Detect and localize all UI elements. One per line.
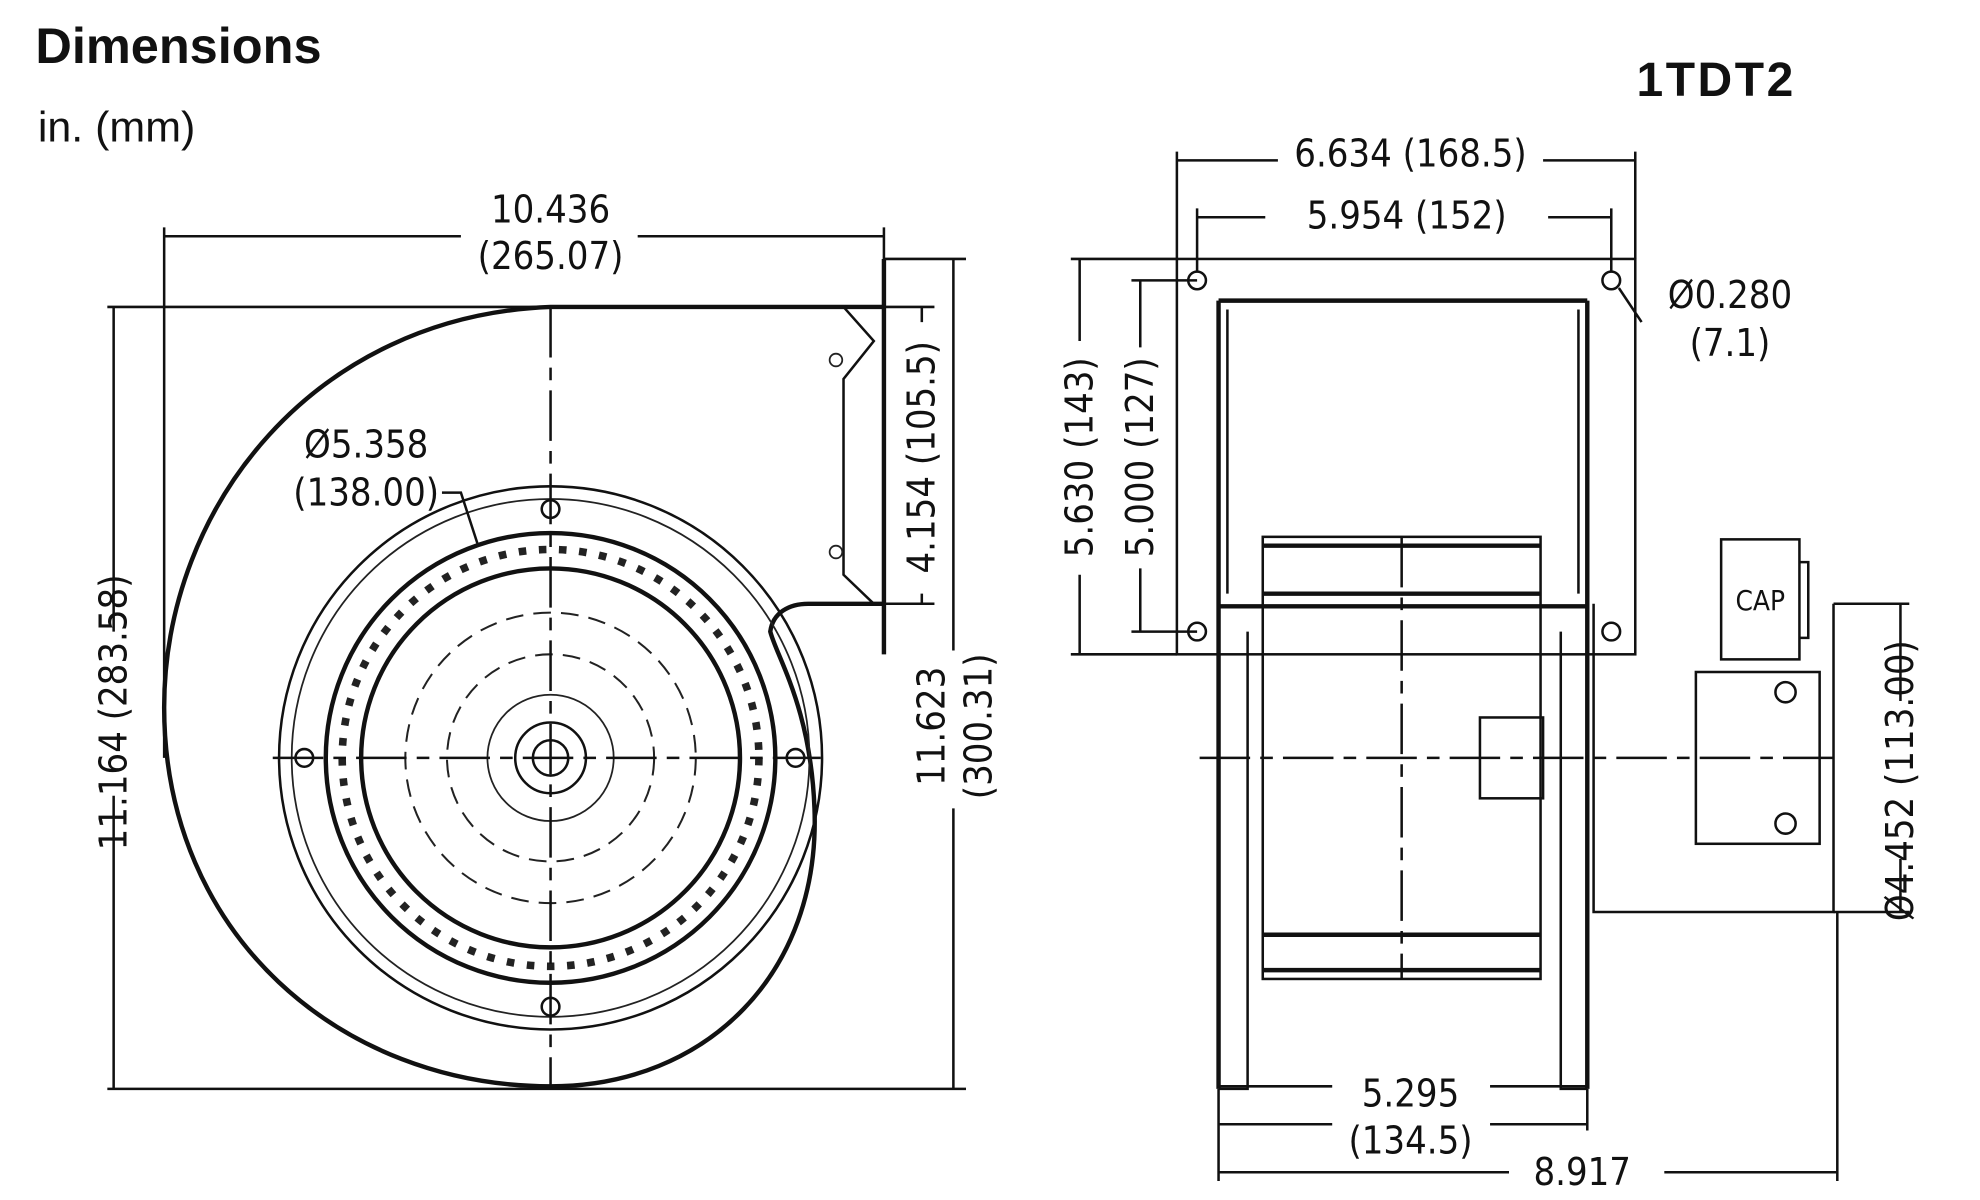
dim-hole-dia-mm: (7.1) <box>1690 321 1771 365</box>
dim-housing-width-in: 5.295 <box>1362 1072 1460 1116</box>
side-view: CAP 6.634 (168.5) 5.954 (152) 5.630 (143… <box>1057 132 1922 1194</box>
page-title: Dimensions <box>35 17 321 74</box>
dim-housing-width-mm: (134.5) <box>1348 1118 1472 1162</box>
dim-height-left: 11.164 (283.58) <box>91 575 135 851</box>
dim-bolt-spacing-w: 5.954 (152) <box>1307 194 1507 238</box>
mounting-flange <box>1175 257 1637 656</box>
dim-outlet: 4.154 (105.5) <box>899 341 943 573</box>
capacitor-label: CAP <box>1735 584 1785 617</box>
dim-wheel-dia-mm: (138.00) <box>293 470 439 514</box>
model-number: 1TDT2 <box>1637 54 1796 107</box>
units-label: in. (mm) <box>38 103 195 151</box>
dim-width-in: 10.436 <box>491 187 610 231</box>
dim-bolt-spacing-h: 5.000 (127) <box>1118 357 1162 557</box>
dim-flange-height: 5.630 (143) <box>1057 357 1101 557</box>
dim-width-mm: (265.07) <box>478 234 624 278</box>
dim-height-right-mm: (300.31) <box>956 653 1000 799</box>
dim-overall-length: 8.917 <box>1533 1150 1631 1194</box>
dim-motor-dia: Ø4.452 (113.00) <box>1878 640 1922 921</box>
front-view: 10.436 (265.07) 11.164 (283.58) 11.623 (… <box>91 187 1000 1091</box>
dim-hole-dia-in: Ø0.280 <box>1668 273 1792 317</box>
scroll-housing <box>161 304 884 1089</box>
dim-height-right-in: 11.623 <box>910 667 954 786</box>
dim-wheel-dia-in: Ø5.358 <box>304 422 428 466</box>
mounting-holes <box>1186 270 1622 642</box>
dim-flange-width: 6.634 (168.5) <box>1294 132 1526 176</box>
capacitor-box <box>1719 538 1801 661</box>
